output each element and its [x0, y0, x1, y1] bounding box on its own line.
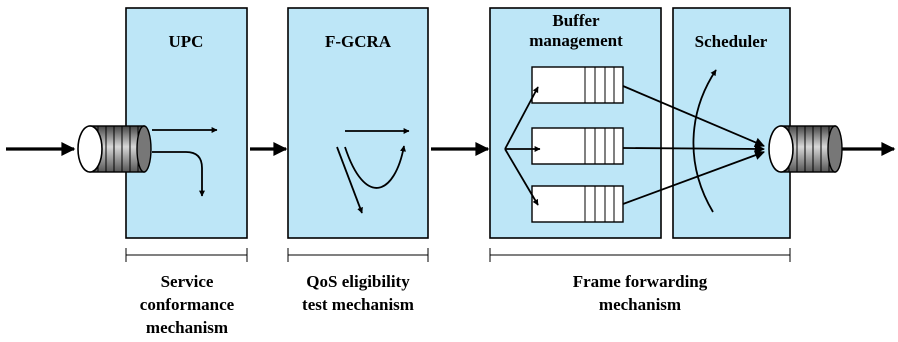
buffer-label-line2: management	[529, 31, 623, 50]
buffer-queue-top	[531, 66, 624, 104]
buffer-queue-middle	[531, 127, 624, 165]
output-queue-icon	[768, 125, 843, 173]
fgcra-tag-arrow-icon	[336, 145, 406, 214]
service-caption-line1: Service	[161, 272, 214, 291]
scheduler-block	[672, 7, 791, 239]
upc-drop-arrow-icon	[152, 151, 205, 197]
service-caption-line3: mechanism	[146, 318, 228, 337]
scheduler-label: Scheduler	[695, 32, 768, 51]
frame-caption-line1: Frame forwarding	[573, 272, 708, 291]
service-caption-line2: conformance	[140, 295, 235, 314]
fgcra-block	[287, 7, 429, 239]
qos-caption-line1: QoS eligibility	[306, 272, 410, 291]
scheduler-arrows	[622, 69, 765, 213]
input-queue-icon	[77, 125, 152, 173]
buffer-queue-bottom	[531, 185, 624, 223]
qos-eligibility-bracket	[287, 248, 429, 262]
service-conformance-bracket	[125, 248, 248, 262]
buffer-label-line1: Buffer	[552, 11, 600, 30]
buffer-distribution-arrows	[504, 86, 541, 206]
frame-caption-line2: mechanism	[599, 295, 681, 314]
fgcra-label: F-GCRA	[325, 32, 392, 51]
upc-block	[125, 7, 248, 239]
upc-label: UPC	[169, 32, 204, 51]
frame-forwarding-bracket	[489, 248, 791, 262]
qos-caption-line2: test mechanism	[302, 295, 414, 314]
